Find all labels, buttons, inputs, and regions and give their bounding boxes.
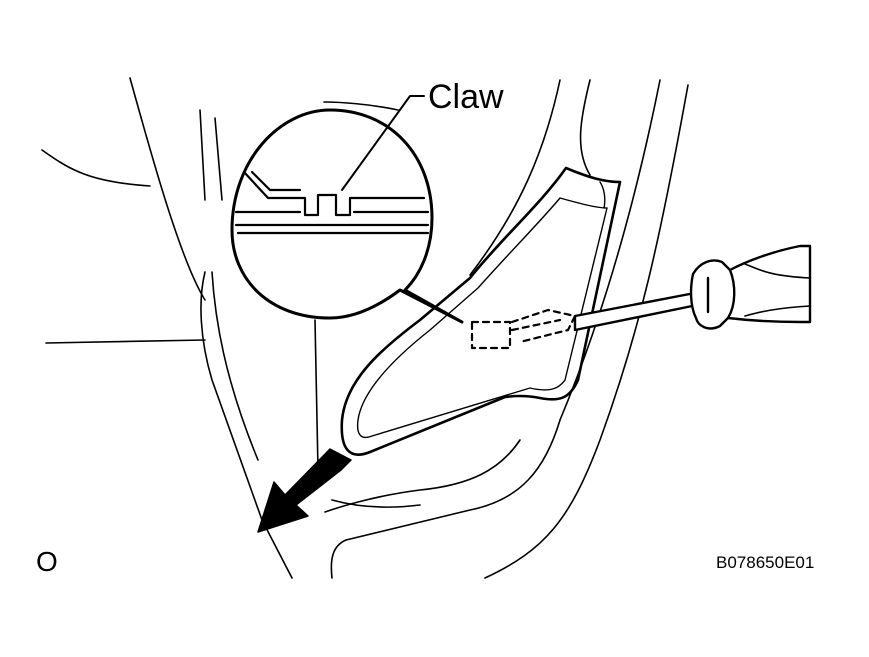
figure-code: B078650E01 xyxy=(716,553,815,572)
claw-location xyxy=(470,308,577,350)
claw-label: Claw xyxy=(428,78,504,116)
detail-magnifier xyxy=(230,95,464,324)
figure-letter: O xyxy=(36,546,58,577)
vehicle-panel-lines xyxy=(41,77,689,579)
arrow-down-left-icon xyxy=(257,448,352,533)
claw-detail xyxy=(234,170,430,235)
claw-leader-line xyxy=(341,95,425,191)
trim-panel xyxy=(340,166,622,456)
screwdriver-icon xyxy=(573,244,812,332)
